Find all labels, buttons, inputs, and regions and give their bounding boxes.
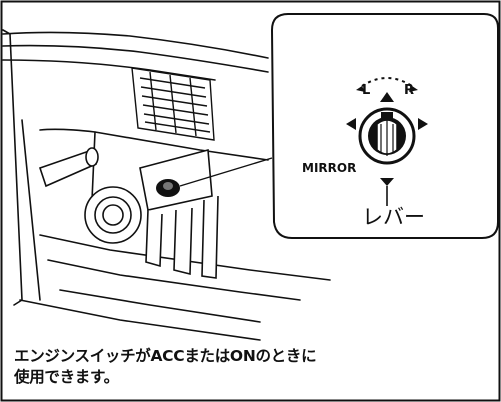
label-right: R — [404, 83, 414, 98]
label-left: L — [362, 83, 370, 98]
callout-leader — [179, 157, 273, 187]
caption-line-1: エンジンスイッチがACCまたはONのときに — [14, 347, 317, 365]
label-lever: レバー — [362, 205, 425, 229]
dash-knob — [84, 186, 142, 244]
switch-panel — [139, 148, 219, 279]
label-mirror: MIRROR — [302, 161, 356, 175]
mirror-switch-small — [156, 179, 180, 197]
air-vent — [131, 67, 215, 141]
mirror-control-knob — [358, 107, 416, 165]
arrow-down-icon — [380, 178, 394, 186]
column-lever — [38, 147, 99, 188]
arrow-right-icon — [418, 118, 428, 130]
caption: エンジンスイッチがACCまたはONのときに 使用できます。 — [14, 346, 492, 388]
arc-arrow-right — [409, 86, 418, 92]
arrow-left-icon — [346, 118, 356, 130]
caption-line-2: 使用できます。 — [14, 368, 119, 386]
arrow-up-icon — [380, 92, 394, 102]
arc-arrow-left — [356, 86, 365, 92]
